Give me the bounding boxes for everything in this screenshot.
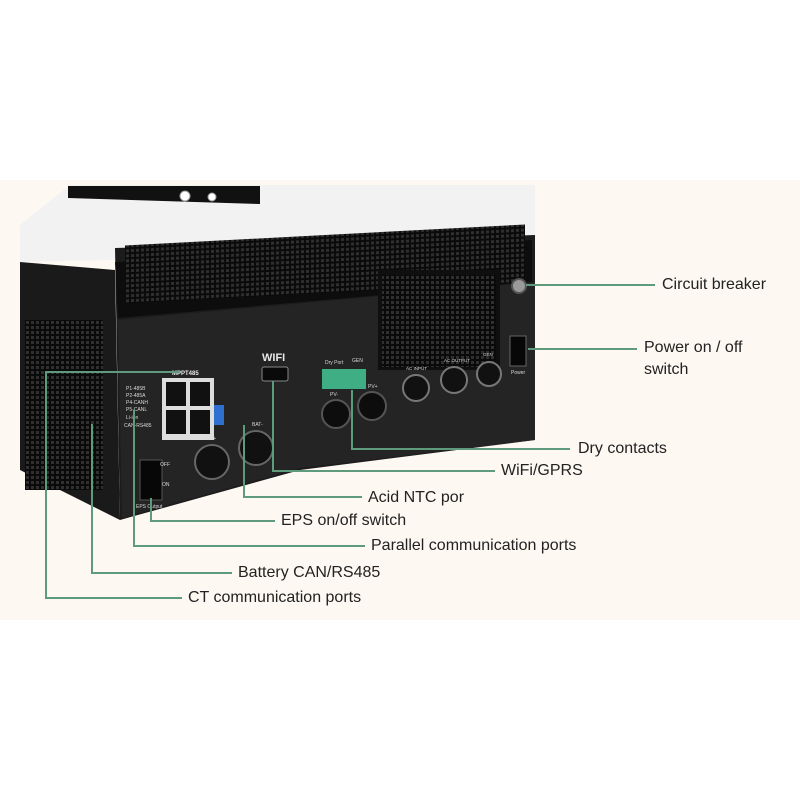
ntc-port <box>214 405 224 425</box>
label-p4: P4-CANH <box>126 400 148 406</box>
leader-wifi <box>272 381 495 472</box>
rj45-port <box>190 410 210 434</box>
rj45-port <box>166 410 186 434</box>
rj45-port <box>166 382 186 406</box>
leader-parallel <box>133 410 365 547</box>
label-gen: GEN <box>352 358 363 364</box>
leader-ct <box>45 371 182 599</box>
label-gen2: GEN <box>483 352 493 357</box>
display-dot <box>179 190 191 202</box>
label-mppt485: MPPT485 <box>172 371 199 377</box>
label-bat-plus: BAT+ <box>204 436 216 442</box>
label-pv-plus: PV+ <box>368 384 378 390</box>
gen-gland <box>476 361 502 387</box>
label-on: ON <box>162 482 170 488</box>
label-wifi: WIFI <box>262 352 285 364</box>
label-power: Power <box>511 370 526 376</box>
callout-eps-switch: EPS on/off switch <box>281 512 407 529</box>
battery-plus-terminal <box>194 444 230 480</box>
dry-port-terminal <box>322 369 366 389</box>
leader-dry-contacts <box>351 390 570 450</box>
left-vent-grille <box>25 320 103 490</box>
leader-lines <box>45 284 655 599</box>
ac-output-gland <box>440 366 468 394</box>
callout-power-switch-line2: switch <box>644 361 689 378</box>
display-dot <box>207 192 217 202</box>
pv-plus-connector <box>357 391 387 421</box>
leader-acid-ntc <box>243 425 362 498</box>
callout-parallel-ports: Parallel communication ports <box>371 537 577 554</box>
callout-dry-contacts: Dry contacts <box>578 440 667 457</box>
label-eps-output: EPS Output <box>136 504 163 510</box>
pv-minus-connector <box>321 399 351 429</box>
label-ac-output: AC OUTPUT <box>444 358 470 363</box>
right-vent-grille <box>382 275 496 367</box>
circuit-breaker-knob <box>511 278 527 294</box>
label-p2: P2-485A <box>126 393 146 399</box>
label-canrs485: CAN-RS485 <box>124 423 152 429</box>
wifi-port <box>261 366 289 382</box>
label-ac-input: AC INPUT <box>406 366 427 371</box>
ac-input-gland <box>402 374 430 402</box>
label-off: OFF <box>160 462 170 468</box>
callout-ct-ports: CT communication ports <box>188 589 362 606</box>
callout-acid-ntc: Acid NTC por <box>368 489 465 506</box>
label-liion: Li-ion <box>126 415 138 421</box>
label-dry-port: Dry Port <box>325 360 344 366</box>
callout-circuit-breaker: Circuit breaker <box>662 276 767 293</box>
label-p1: P1-485B <box>126 386 146 392</box>
label-p5: P5-CANL <box>126 407 147 413</box>
callout-battery-can: Battery CAN/RS485 <box>238 564 381 581</box>
label-pv-minus: PV- <box>330 392 338 398</box>
leader-eps-switch <box>150 498 275 522</box>
rj45-port <box>190 382 210 406</box>
callout-wifi-gprs: WiFi/GPRS <box>501 462 583 479</box>
power-switch <box>509 335 527 367</box>
eps-switch <box>139 459 163 501</box>
callout-power-switch-line1: Power on / off <box>644 339 743 356</box>
leader-battery <box>91 424 232 574</box>
label-bat-minus: BAT- <box>252 422 263 428</box>
